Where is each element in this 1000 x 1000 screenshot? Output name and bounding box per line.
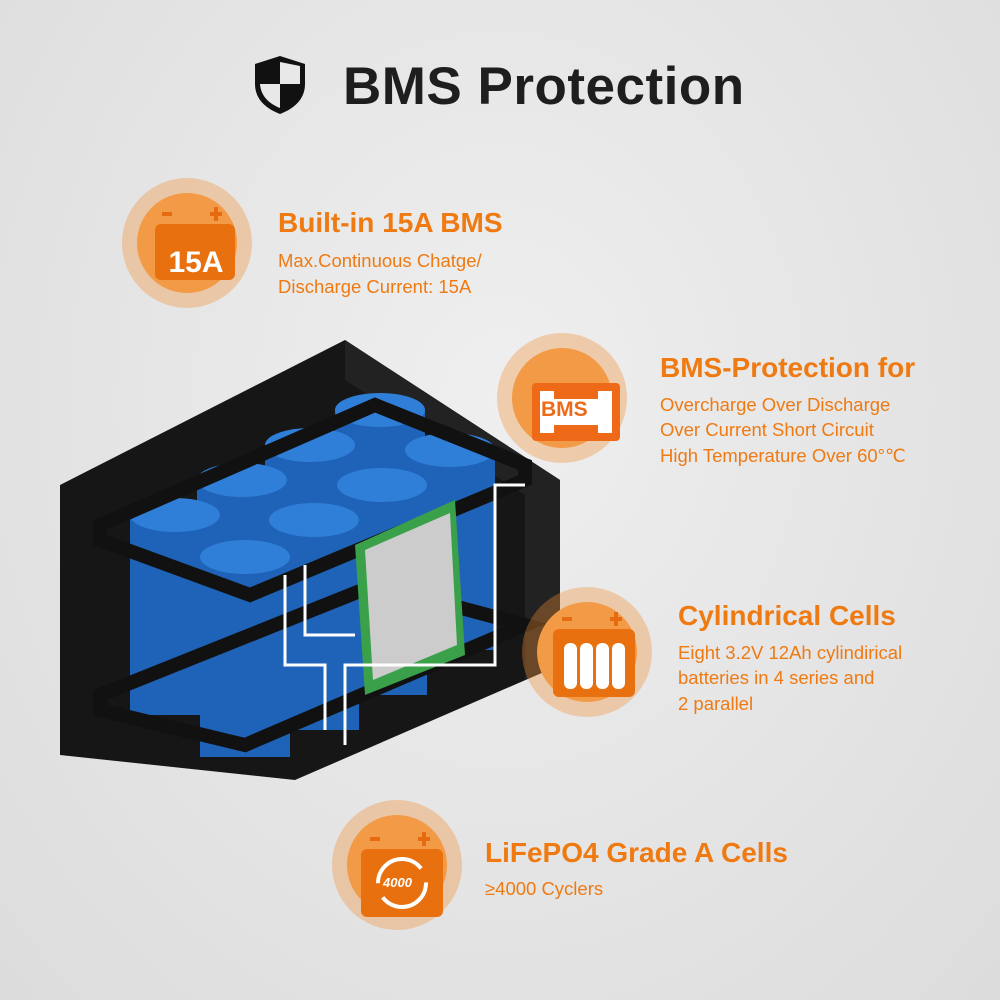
cylindrical-cells-icon: [553, 612, 635, 697]
feature-3-line: 2 parallel: [678, 693, 754, 714]
feature-4-line: ≥4000 Cyclers: [485, 878, 604, 899]
feature-3-line: Eight 3.2V 12Ah cylindirical: [678, 642, 903, 663]
cycle-badge-text: 4000: [383, 875, 412, 890]
page-title: BMS Protection: [343, 57, 745, 116]
cycle-battery-icon: [361, 832, 443, 917]
feature-4-title: LiFePO4 Grade A Cells: [485, 837, 788, 868]
feature-3-title: Cylindrical Cells: [678, 600, 896, 631]
battery-badge-text: 15A: [168, 246, 224, 279]
bms-board: [355, 500, 465, 695]
battery-15a-icon: [155, 207, 235, 280]
feature-2-title: BMS-Protection for: [660, 352, 916, 383]
bms-chip-text: BMS: [541, 398, 588, 421]
feature-3-line: batteries in 4 series and: [678, 667, 875, 688]
shield-icon: [255, 56, 305, 114]
feature-2-line: High Temperature Over 60°℃: [660, 445, 906, 466]
feature-2-line: Overcharge Over Discharge: [660, 394, 891, 415]
feature-2-line: Over Current Short Circuit: [660, 419, 874, 440]
feature-1-line: Discharge Current: 15A: [278, 276, 472, 297]
feature-1-title: Built-in 15A BMS: [278, 207, 503, 238]
feature-1-line: Max.Continuous Chatge/: [278, 250, 482, 271]
bms-chip-icon: [532, 383, 620, 441]
